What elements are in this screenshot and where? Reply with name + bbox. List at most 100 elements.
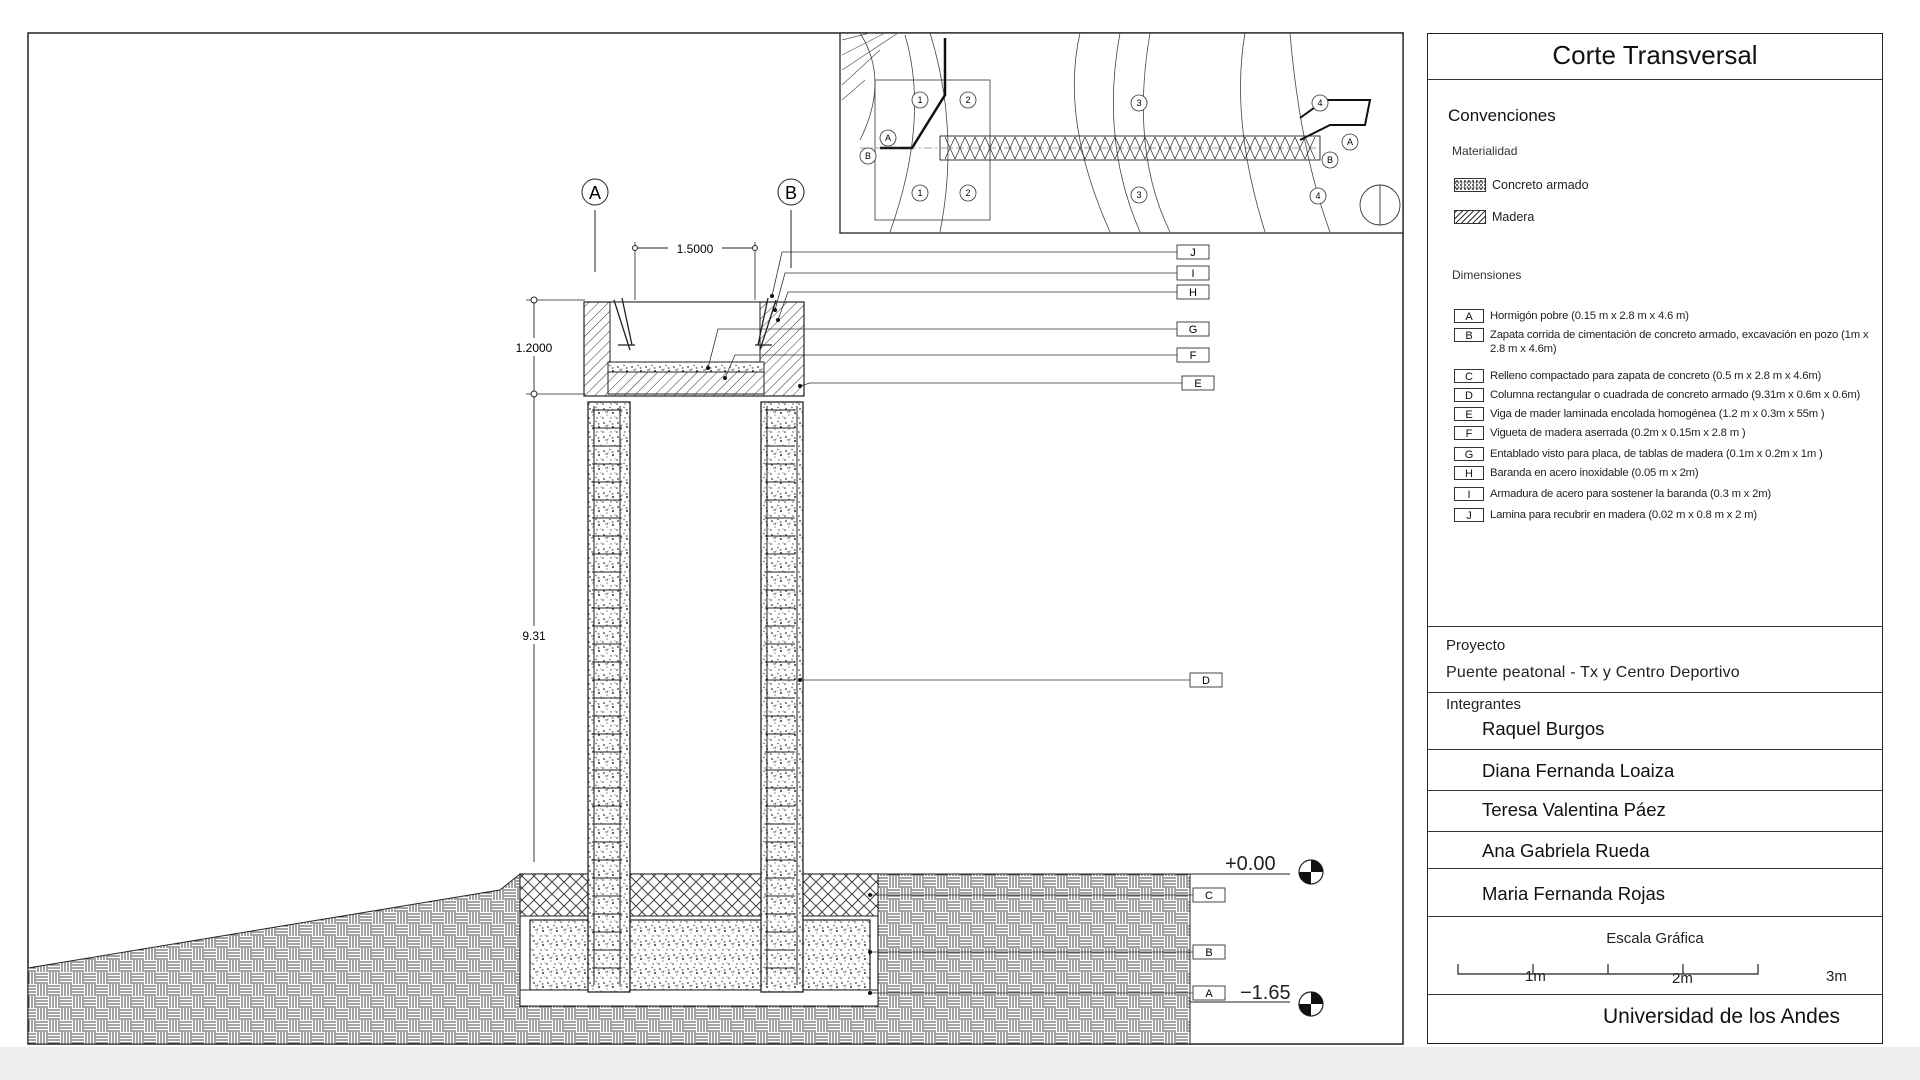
dimension-item: B Zapata corrida de cimentación de concre… xyxy=(1454,328,1874,356)
dimension-key: H xyxy=(1454,466,1484,480)
plan-grid-bubble xyxy=(1311,94,1329,112)
plan-grid-label: 3 xyxy=(1136,190,1141,200)
dimension-key: D xyxy=(1454,388,1484,402)
dimension-text: Relleno compactado para zapata de concre… xyxy=(1490,370,1822,382)
axis-label-b: B xyxy=(785,183,797,203)
axis-bubble-b xyxy=(777,178,805,206)
dimension-key: I xyxy=(1454,487,1484,501)
wood-swatch-icon xyxy=(1454,210,1486,224)
callout-box xyxy=(1192,887,1226,903)
university-name: Universidad de los Andes xyxy=(1603,1005,1840,1028)
dimension-item: C Relleno compactado para zapata de concr… xyxy=(1454,369,1874,383)
member-name: Teresa Valentina Páez xyxy=(1482,799,1666,820)
plan-grid-label: 4 xyxy=(1315,191,1320,201)
dimension-key: F xyxy=(1454,426,1484,440)
callout-label: B xyxy=(1205,947,1212,959)
callout-label: G xyxy=(1189,324,1198,336)
plan-grid-bubble xyxy=(879,129,897,147)
plan-grid-label: 2 xyxy=(965,188,970,198)
dimension-key: C xyxy=(1454,369,1484,383)
dimension-text: Baranda en acero inoxidable (0.05 m x 2m… xyxy=(1490,467,1699,479)
callout-label: C xyxy=(1205,890,1213,902)
plan-grid-label: A xyxy=(1347,137,1353,147)
dimension-text: Zapata corrida de cimentación de concret… xyxy=(1490,329,1869,355)
level-marker-bottom xyxy=(1298,991,1324,1017)
callout-box xyxy=(1181,375,1215,391)
dimension-item: H Baranda en acero inoxidable (0.05 m x 2… xyxy=(1454,466,1874,480)
dimension-item: F Vigueta de madera aserrada (0.2m x 0.15… xyxy=(1454,426,1874,440)
dimension-key: B xyxy=(1454,328,1484,342)
callout-box xyxy=(1176,265,1210,281)
plan-grid-bubble xyxy=(1130,186,1148,204)
divider xyxy=(1428,626,1882,627)
plan-grid-bubble xyxy=(859,147,877,165)
railing-right xyxy=(755,297,777,351)
level-top-label: +0.00 xyxy=(1225,853,1276,875)
plan-grid-label: A xyxy=(885,133,891,143)
callout-leader xyxy=(771,251,1177,297)
dimension-text: Lamina para recubrir en madera (0.02 m x… xyxy=(1490,509,1757,521)
graphic-scale xyxy=(1457,964,1759,975)
member-name: Raquel Burgos xyxy=(1482,718,1605,739)
dimension-text: Hormigón pobre (0.15 m x 2.8 m x 4.6 m) xyxy=(1490,310,1689,322)
joist xyxy=(607,371,765,395)
sheet-title: Corte Transversal xyxy=(1552,40,1758,70)
scale-label: 1m xyxy=(1525,968,1546,985)
callout-label: F xyxy=(1190,350,1197,362)
plan-grid-label: 3 xyxy=(1136,98,1141,108)
dimension-text: Entablado visto para placa, de tablas de… xyxy=(1490,448,1823,460)
level-marker-top xyxy=(1298,859,1324,885)
plan-grid-label: B xyxy=(1327,155,1333,165)
callout-box xyxy=(1189,672,1223,688)
callout-leader xyxy=(707,328,1177,369)
material-label: Concreto armado xyxy=(1492,178,1589,192)
dimension-key: A xyxy=(1454,309,1484,323)
callout-box xyxy=(1192,944,1226,960)
callout-box xyxy=(1176,347,1210,363)
dimension-text: Vigueta de madera aserrada (0.2m x 0.15m… xyxy=(1490,427,1746,439)
plan-grid-label: 2 xyxy=(965,95,970,105)
member-name: Ana Gabriela Rueda xyxy=(1482,840,1650,861)
plan-grid-label: 4 xyxy=(1317,98,1322,108)
plan-grid-label: 1 xyxy=(917,95,922,105)
material-concrete: Concreto armado xyxy=(1454,177,1589,193)
divider xyxy=(1428,692,1882,693)
scale-label: 2m xyxy=(1672,970,1693,987)
plan-grid-bubble xyxy=(911,184,929,202)
plan-grid-bubble xyxy=(1130,94,1148,112)
callout-label: J xyxy=(1190,247,1196,259)
plan-grid-bubble xyxy=(1309,187,1327,205)
dimension-item: A Hormigón pobre (0.15 m x 2.8 m x 4.6 m) xyxy=(1454,309,1874,323)
material-wood: Madera xyxy=(1454,209,1534,225)
dimension-item: D Columna rectangular o cuadrada de concr… xyxy=(1454,388,1874,402)
materials-heading: Materialidad xyxy=(1452,144,1518,158)
plan-grid-label: B xyxy=(865,151,871,161)
axis-bubble-a xyxy=(581,178,609,206)
railing-left xyxy=(613,297,635,351)
dimension-key: G xyxy=(1454,447,1484,461)
dimensions-heading: Dimensiones xyxy=(1452,268,1522,282)
callout-label: E xyxy=(1194,378,1201,390)
scale-heading: Escala Gráfica xyxy=(1606,930,1704,947)
plan-grid-bubble xyxy=(959,91,977,109)
concrete-swatch-icon xyxy=(1454,178,1486,192)
plan-grid-label: 1 xyxy=(917,188,922,198)
material-label: Madera xyxy=(1492,210,1535,224)
dim-column-label: 9.31 xyxy=(522,629,546,643)
footing xyxy=(529,919,871,991)
callout-leader xyxy=(777,291,1177,321)
project-heading: Proyecto xyxy=(1446,637,1506,654)
callout-label: A xyxy=(1205,988,1213,1000)
dimension-text: Columna rectangular o cuadrada de concre… xyxy=(1490,389,1861,401)
project-name: Puente peatonal - Tx y Centro Deportivo xyxy=(1446,664,1740,681)
lean-concrete xyxy=(519,989,879,1007)
callout-label: H xyxy=(1189,287,1197,299)
deck-void xyxy=(609,301,761,365)
callout-leader xyxy=(799,382,1182,387)
member-name: Diana Fernanda Loaiza xyxy=(1482,760,1675,781)
